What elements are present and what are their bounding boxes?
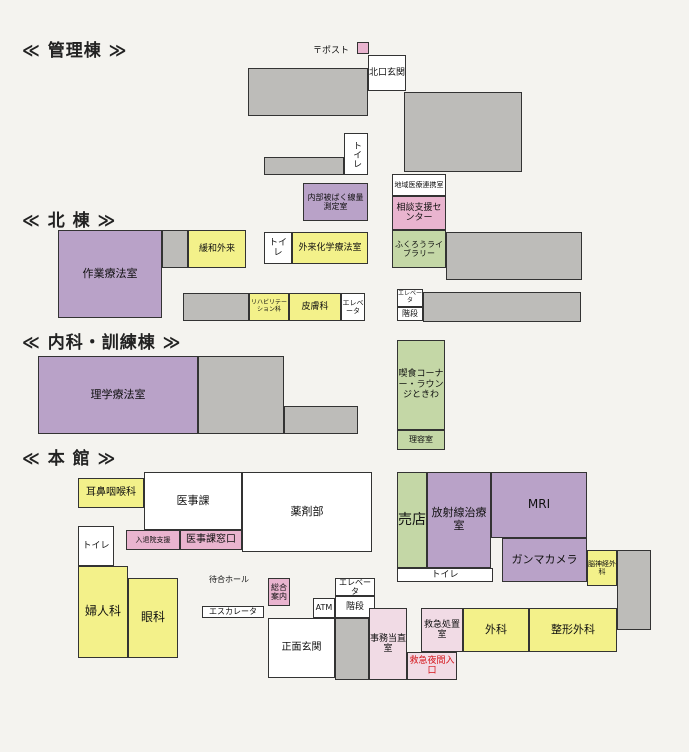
gamma-camera-room[interactable]: ガンマカメラ bbox=[502, 538, 587, 582]
internal-gray-small bbox=[284, 406, 358, 434]
occupational-therapy-room[interactable]: 作業療法室 bbox=[58, 230, 162, 318]
elevator-north-b[interactable]: エレベータ bbox=[397, 289, 423, 307]
post-label: 〒ポスト bbox=[313, 46, 350, 56]
corridor-gray-west bbox=[183, 293, 249, 321]
toilet-admin[interactable]: トイレ bbox=[344, 133, 368, 175]
gynecology-dept[interactable]: 婦人科 bbox=[78, 566, 128, 658]
physical-therapy-room[interactable]: 理学療法室 bbox=[38, 356, 198, 434]
regional-liaison-office[interactable]: 地域医療連携室 bbox=[392, 174, 446, 196]
elevator-north-a[interactable]: エレベータ bbox=[341, 293, 365, 321]
rehabilitation-dept[interactable]: リハビリテーション科 bbox=[249, 293, 289, 321]
elevator-main[interactable]: エレベータ bbox=[335, 578, 375, 596]
north-gray-small bbox=[162, 230, 188, 268]
ophthalmology-dept[interactable]: 眼科 bbox=[128, 578, 178, 658]
main-gray-small bbox=[335, 618, 369, 680]
heading-main-building: ≪ 本 館 ≫ bbox=[22, 449, 117, 469]
admission-support[interactable]: 入退院支援 bbox=[126, 530, 180, 550]
atm[interactable]: ATM bbox=[313, 598, 335, 618]
admin-gray-corridor bbox=[264, 157, 344, 175]
internal-exposure-room[interactable]: 内部被ばく線量測定室 bbox=[303, 183, 368, 221]
chemotherapy-room[interactable]: 外来化学療法室 bbox=[292, 232, 368, 264]
consultation-center[interactable]: 相談支援センター bbox=[392, 196, 446, 230]
medical-affairs-window[interactable]: 医事課窓口 bbox=[180, 530, 242, 550]
general-information[interactable]: 総合案内 bbox=[268, 578, 290, 606]
corridor-gray-east bbox=[423, 292, 581, 322]
surgery-dept[interactable]: 外科 bbox=[463, 608, 529, 652]
shop[interactable]: 売店 bbox=[397, 472, 427, 568]
radiotherapy-room[interactable]: 放射線治療室 bbox=[427, 472, 491, 568]
escalator[interactable]: エスカレータ bbox=[202, 606, 264, 618]
mri-room[interactable]: MRI bbox=[491, 472, 587, 538]
toilet-north[interactable]: トイレ bbox=[264, 232, 292, 264]
dermatology-dept[interactable]: 皮膚科 bbox=[289, 293, 341, 321]
heading-north-building: ≪ 北 棟 ≫ bbox=[22, 211, 117, 231]
admin-gray-block bbox=[248, 68, 368, 116]
waiting-hall-label: 待合ホール bbox=[209, 575, 249, 584]
admin-gray-east bbox=[404, 92, 522, 172]
main-gray-east bbox=[617, 550, 651, 630]
toilet-shop[interactable]: トイレ bbox=[397, 568, 493, 582]
heading-admin-building: ≪ 管理棟 ≫ bbox=[22, 41, 128, 61]
medical-affairs-office[interactable]: 医事課 bbox=[144, 472, 242, 530]
main-entrance[interactable]: 正面玄関 bbox=[268, 618, 335, 678]
north-entrance[interactable]: 北口玄関 bbox=[368, 55, 406, 91]
palliative-clinic[interactable]: 緩和外来 bbox=[188, 230, 246, 268]
office-duty-room[interactable]: 事務当直室 bbox=[369, 608, 407, 680]
orthopedics-dept[interactable]: 整形外科 bbox=[529, 608, 617, 652]
north-gray-east bbox=[446, 232, 582, 280]
neurosurgery-dept[interactable]: 脳神経外科 bbox=[587, 550, 617, 586]
pharmacy-dept[interactable]: 薬剤部 bbox=[242, 472, 372, 552]
post-icon bbox=[357, 42, 369, 54]
ent-dept[interactable]: 耳鼻咽喉科 bbox=[78, 478, 144, 508]
heading-internal-building: ≪ 内科・訓練棟 ≫ bbox=[22, 333, 182, 353]
internal-gray-block bbox=[198, 356, 284, 434]
cafe-lounge-tokiwa[interactable]: 喫食コーナー・ラウンジときわ bbox=[397, 340, 445, 430]
stairs-north[interactable]: 階段 bbox=[397, 307, 423, 321]
stairs-main[interactable]: 階段 bbox=[335, 596, 375, 618]
emergency-night-entrance[interactable]: 救急夜間入口 bbox=[407, 652, 457, 680]
emergency-treatment-room[interactable]: 救急処置室 bbox=[421, 608, 463, 652]
fukurou-library[interactable]: ふくろうライブラリー bbox=[392, 230, 446, 268]
barber-shop[interactable]: 理容室 bbox=[397, 430, 445, 450]
toilet-main[interactable]: トイレ bbox=[78, 526, 114, 566]
